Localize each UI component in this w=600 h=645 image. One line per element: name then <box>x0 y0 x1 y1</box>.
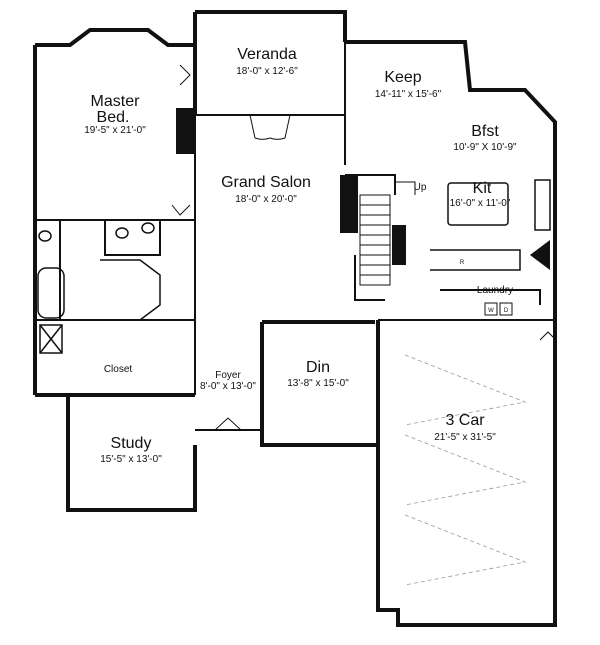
staircase <box>359 181 416 286</box>
garage-dims: 21'-5" x 31'-5" <box>434 432 496 443</box>
study-dims: 15'-5" x 13'-0" <box>100 454 162 465</box>
master-bed-name-line1: Master <box>91 93 141 110</box>
kitchen-island <box>430 179 551 271</box>
keep-dims: 14'-11" x 15'-6" <box>375 89 442 100</box>
din-name: Din <box>306 359 330 376</box>
grand-salon-dims: 18'-0" x 20'-0" <box>235 194 297 205</box>
bfst-dims: 10'-9" X 10'-9" <box>453 142 517 153</box>
washer <box>484 302 498 316</box>
bfst-name: Bfst <box>471 123 499 140</box>
laundry-name: Laundry <box>477 285 513 296</box>
master-bed-name-line2: Bed. <box>97 109 130 126</box>
dryer-label: D <box>504 308 509 314</box>
closet-name: Closet <box>104 364 133 375</box>
master-bed-dims: 19'-5" x 21'-0" <box>84 125 146 136</box>
kit-name: Kit <box>473 180 492 197</box>
kit-dims: 16'-0" x 11'-0" <box>450 198 511 209</box>
veranda-name: Veranda <box>237 46 297 63</box>
door-swings <box>171 64 557 431</box>
exterior-walls <box>33 10 557 627</box>
study-name: Study <box>111 435 152 452</box>
washer-label: W <box>488 308 494 314</box>
keep-name: Keep <box>384 69 421 86</box>
dryer <box>499 302 513 316</box>
stair-up-label: Up <box>414 182 427 193</box>
garage-name: 3 Car <box>445 412 485 429</box>
fireplaces <box>176 108 550 270</box>
din-dims: 13'-8" x 15'-0" <box>287 378 349 389</box>
bath-fixtures <box>37 222 161 354</box>
foyer-dims: 8'-0" x 13'-0" <box>200 381 256 392</box>
refrigerator-label: R <box>460 260 465 266</box>
grand-salon-name: Grand Salon <box>221 174 311 191</box>
foyer-name: Foyer <box>215 370 241 381</box>
garage-hatching <box>404 354 527 586</box>
veranda-dims: 18'-0" x 12'-6" <box>236 66 298 77</box>
